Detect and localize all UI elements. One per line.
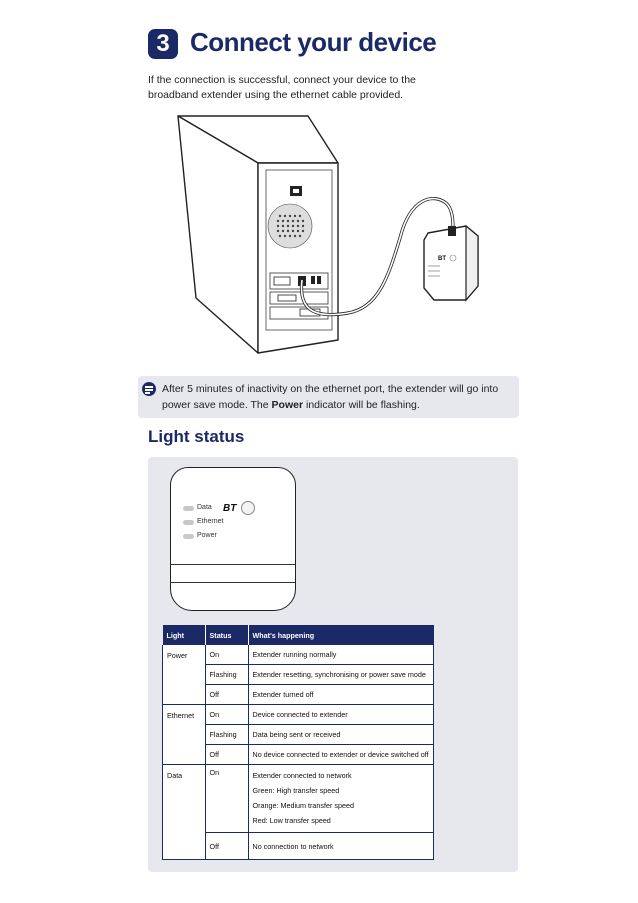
- table-row: Off Extender turned off: [163, 684, 434, 705]
- table-row: Off No device connected to extender or d…: [163, 744, 434, 765]
- light-cell: Data: [162, 764, 205, 860]
- light-cell: Power: [162, 645, 205, 705]
- led-label-power: Power: [197, 532, 217, 539]
- ethernet-led: [183, 520, 194, 525]
- table-row: Data On Extender connected to network Gr…: [162, 764, 434, 860]
- data-led: [183, 506, 194, 511]
- table-row: Power On Extender running normally: [162, 645, 434, 705]
- description-cell: Extender resetting, synchronising or pow…: [247, 664, 434, 685]
- extender-diagram: Data Ethernet Power BT: [170, 467, 296, 611]
- description-cell: Extender running normally: [247, 645, 434, 665]
- svg-text:BT: BT: [438, 256, 446, 262]
- status-cell: Off: [204, 684, 248, 705]
- status-cell: On: [204, 764, 248, 833]
- section-title: Light status: [148, 427, 245, 446]
- note-icon: [142, 382, 156, 396]
- step-number-badge: 3: [148, 29, 178, 59]
- note-text: After 5 minutes of inactivity on the eth…: [162, 383, 499, 411]
- led-label-data: Data: [197, 504, 212, 511]
- description-cell: Extender turned off: [247, 684, 434, 705]
- header-status: Status: [204, 625, 248, 645]
- status-cell: On: [204, 704, 248, 725]
- light-cell: Ethernet: [162, 704, 205, 765]
- description-line: Green: High transfer speed: [252, 786, 340, 795]
- description-cell: No device connected to extender or devic…: [247, 744, 434, 765]
- status-cell: Off: [204, 832, 248, 860]
- description-line: Red: Low transfer speed: [252, 816, 331, 825]
- header-whats-happening: What's happening: [247, 625, 434, 645]
- light-status-panel: Data Ethernet Power BT Light Status What…: [148, 457, 518, 872]
- intro-text: If the connection is successful, connect…: [148, 74, 416, 101]
- table-row: Ethernet On Device connected to extender: [162, 704, 434, 765]
- description-cell: Extender connected to network Green: Hig…: [247, 764, 434, 833]
- description-line: Orange: Medium transfer speed: [252, 801, 354, 810]
- power-led: [183, 534, 194, 539]
- status-cell: Flashing: [204, 724, 248, 745]
- led-label-ethernet: Ethernet: [197, 518, 224, 525]
- bt-logo: BT: [223, 503, 237, 514]
- table-row: Off No connection to network: [163, 832, 434, 860]
- description-cell: Device connected to extender: [247, 704, 434, 725]
- info-note: After 5 minutes of inactivity on the eth…: [138, 376, 519, 418]
- step-title: Connect your device: [190, 27, 437, 57]
- table-row: Flashing Extender resetting, synchronisi…: [163, 664, 434, 685]
- description-cell: Data being sent or received: [247, 724, 434, 745]
- description-line: Extender connected to network: [252, 771, 352, 780]
- status-cell: Flashing: [204, 664, 248, 685]
- computer-connection-illustration: BT: [177, 115, 479, 354]
- table-row: Flashing Data being sent or received: [163, 724, 434, 745]
- status-cell: On: [204, 645, 248, 665]
- description-cell: No connection to network: [247, 832, 434, 860]
- status-cell: Off: [204, 744, 248, 765]
- header-light: Light: [162, 625, 205, 645]
- bt-globe-icon: [241, 501, 255, 515]
- light-status-table: Light Status What's happening Power On E…: [162, 625, 434, 860]
